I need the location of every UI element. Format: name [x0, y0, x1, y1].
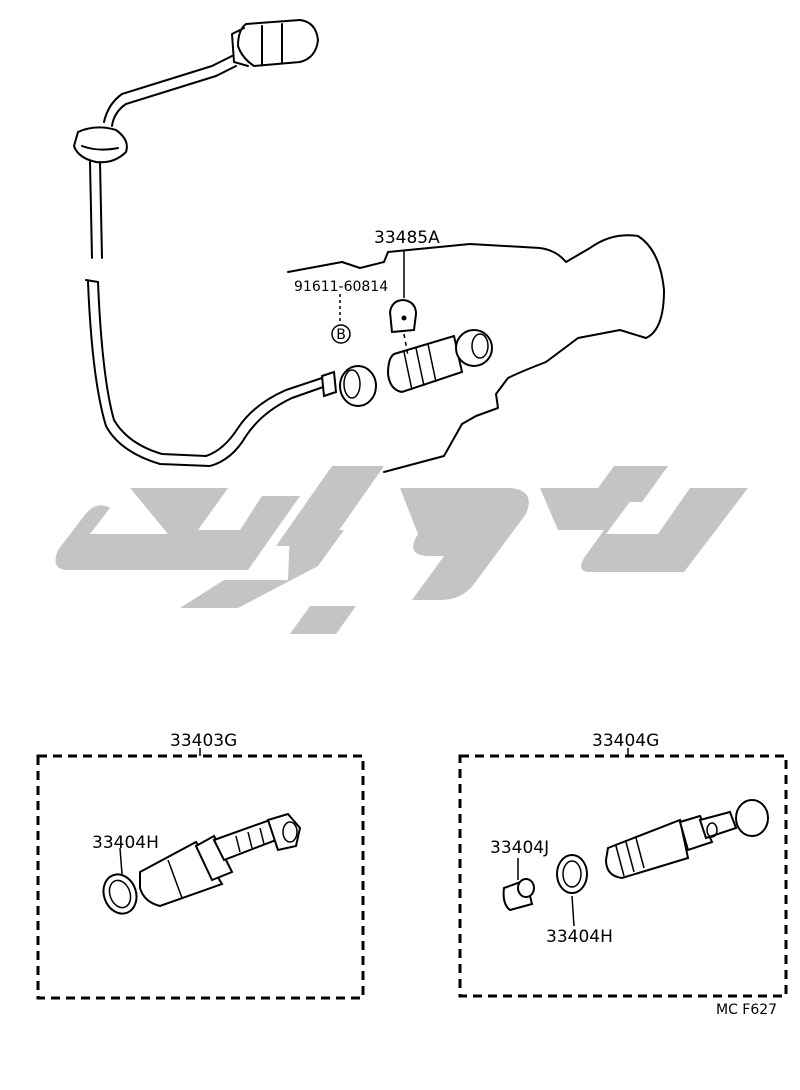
kit-33404G: 33404G 33404J 33404H [458, 731, 788, 998]
label-left-33404H: 33404H [92, 833, 159, 853]
label-91611-60814: 91611-60814 [294, 279, 388, 295]
watermark-logo [55, 466, 748, 634]
figure-code: MC F627 [716, 1002, 777, 1018]
marker-b-text: B [336, 327, 346, 343]
driven-gear-assembly [386, 329, 493, 394]
marker-b: B [331, 324, 351, 344]
label-right-33404H: 33404H [546, 927, 613, 947]
label-33403G: 33403G [170, 731, 237, 751]
kit-33403G: 33403G 33404H [36, 731, 365, 1000]
label-33404G: 33404G [592, 731, 659, 751]
transmission-housing-outline [287, 234, 665, 473]
speedometer-cable [72, 18, 377, 467]
label-33404J: 33404J [490, 838, 549, 858]
label-33485A: 33485A [374, 228, 440, 248]
